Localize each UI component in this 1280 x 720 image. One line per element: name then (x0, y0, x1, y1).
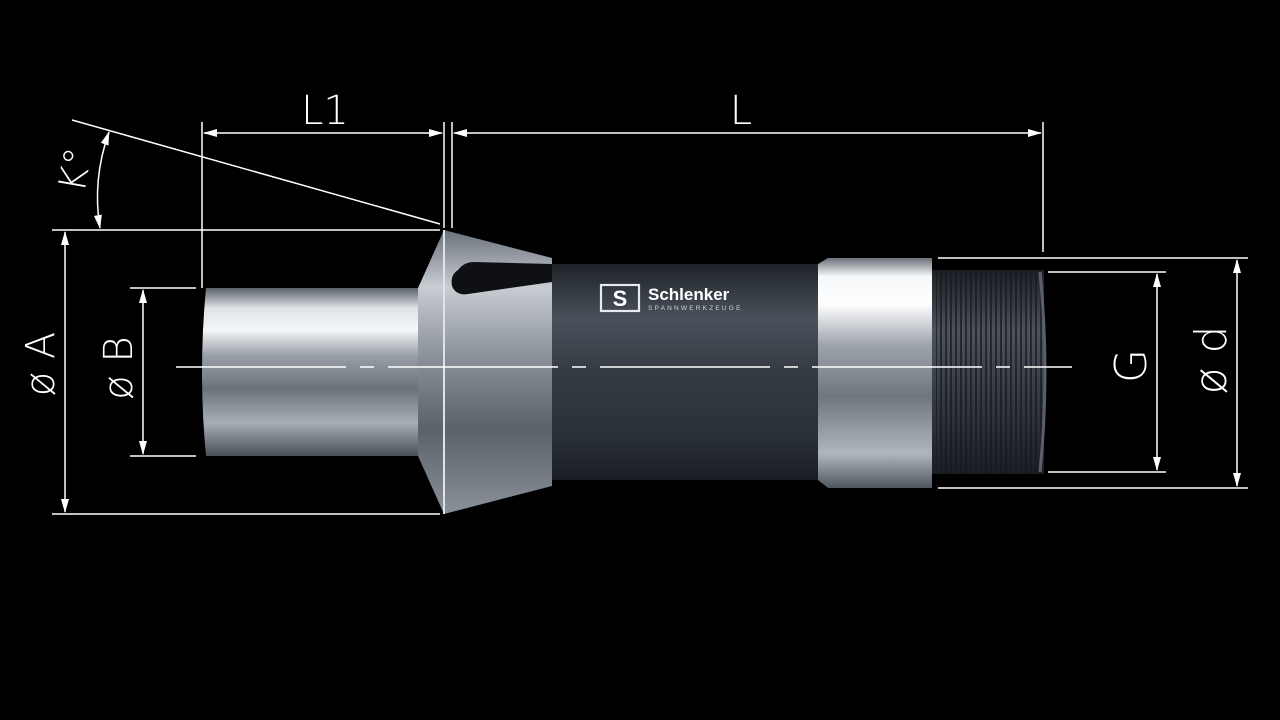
front-shaft (202, 288, 420, 456)
label-a: ø A (18, 332, 64, 397)
angle-line (71, 119, 441, 225)
brand-logo: S Schlenker SPANNWERKZEUGE (599, 283, 743, 313)
dimensions (52, 119, 1248, 515)
collet: S Schlenker SPANNWERKZEUGE (202, 230, 1047, 514)
main-body (552, 264, 818, 480)
brand-name: Schlenker (648, 285, 730, 304)
collet-slot (451, 262, 552, 295)
thread-end (1038, 271, 1047, 473)
brand-tagline: SPANNWERKZEUGE (648, 305, 743, 312)
angle-arc (93, 131, 110, 229)
dimension-labels: L1 L K° ø A ø B G ø d (18, 88, 1237, 400)
label-l1: L1 (301, 88, 349, 134)
label-g: G (1106, 349, 1157, 383)
taper-head (418, 230, 552, 514)
logo-box (599, 283, 641, 313)
label-d: ø d (1186, 326, 1237, 395)
guide-ring (818, 258, 932, 488)
thread-grooves (936, 270, 1042, 474)
logo-letter: S (613, 286, 628, 311)
label-k: K° (50, 144, 101, 195)
label-b: ø B (96, 336, 142, 399)
label-l: L (730, 88, 752, 134)
